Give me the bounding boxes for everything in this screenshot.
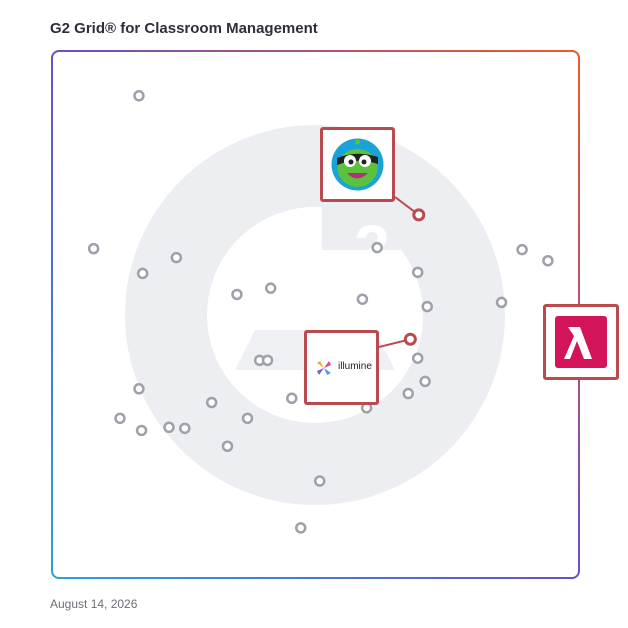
data-point[interactable] — [356, 293, 369, 305]
data-point[interactable] — [136, 267, 149, 280]
lambda-logo-box[interactable] — [543, 304, 619, 380]
data-point[interactable] — [542, 254, 554, 267]
data-point[interactable] — [495, 296, 508, 309]
chart-title: G2 Grid® for Classroom Management — [50, 20, 318, 37]
data-point[interactable] — [133, 383, 145, 395]
data-point[interactable] — [421, 300, 433, 313]
data-point[interactable] — [264, 282, 277, 294]
data-point[interactable] — [241, 412, 254, 425]
lambda-logo-icon — [555, 316, 607, 368]
data-point[interactable] — [231, 288, 243, 301]
data-point[interactable] — [221, 440, 234, 452]
data-point[interactable] — [371, 241, 383, 254]
classdojo-logo-box[interactable] — [320, 127, 395, 202]
monster-logo-icon — [331, 138, 384, 191]
data-point[interactable] — [114, 412, 126, 425]
data-point[interactable] — [411, 266, 424, 279]
data-point[interactable] — [294, 522, 307, 534]
data-point[interactable] — [411, 352, 424, 364]
data-point[interactable] — [170, 251, 183, 264]
data-point[interactable] — [133, 90, 145, 102]
data-point[interactable] — [205, 396, 218, 409]
illumine-label: illumine — [338, 361, 372, 372]
report-date: August 14, 2026 — [50, 597, 138, 611]
data-point[interactable] — [179, 422, 191, 435]
highlighted-point[interactable] — [412, 208, 426, 222]
data-point[interactable] — [516, 243, 528, 256]
data-point[interactable] — [135, 424, 148, 437]
illumine-logo-box[interactable] — [304, 330, 379, 405]
data-point[interactable] — [261, 354, 274, 367]
illumine-pinwheel-icon — [317, 361, 331, 375]
data-point[interactable] — [286, 392, 298, 405]
data-point[interactable] — [87, 242, 100, 255]
data-point[interactable] — [402, 387, 415, 400]
highlighted-point[interactable] — [403, 332, 417, 346]
points-layer — [87, 90, 554, 534]
data-point[interactable] — [419, 375, 431, 388]
data-point[interactable] — [313, 475, 326, 487]
data-point[interactable] — [163, 421, 175, 434]
